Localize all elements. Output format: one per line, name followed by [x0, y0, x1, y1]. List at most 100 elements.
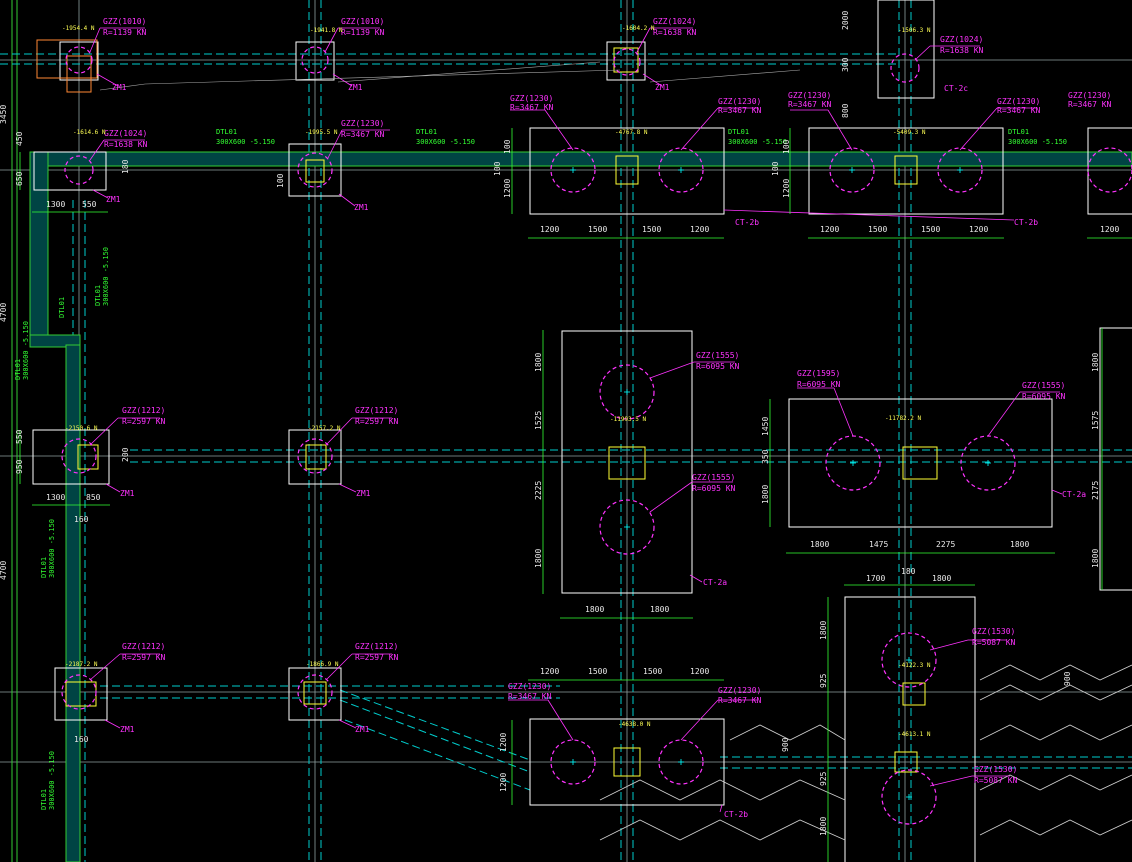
pile-load: R=3467 KN	[510, 103, 554, 112]
cap-label: CT-2b	[1014, 218, 1038, 227]
dimension-text: 2000	[841, 11, 850, 30]
dimension-text: 1300	[46, 493, 65, 502]
dimension-text: 100	[771, 161, 780, 176]
dimension-text: 925	[819, 673, 828, 688]
beam-label: DTL01	[58, 297, 66, 318]
pile-label: GZZ(1230)	[718, 686, 761, 695]
dimension-text: 925	[819, 771, 828, 786]
pile-load: R=1139 KN	[103, 28, 147, 37]
cap-labels: ZM1 ZM1 ZM1 ZM1 ZM1 ZM1 ZM1 ZM1 ZM1 CT-2…	[106, 83, 1086, 819]
pile-load: R=2597 KN	[355, 653, 399, 662]
dimension-text: 350	[761, 449, 770, 464]
cap-zm1-2	[295, 41, 335, 81]
elevation-text: -1995.5 N	[305, 129, 338, 136]
dimension-text: 4700	[0, 303, 8, 322]
pile-load: R=1638 KN	[653, 28, 697, 37]
elevation-text: -2187.2 N	[65, 661, 98, 668]
cap-label: CT-2a	[1062, 490, 1086, 499]
dimension-text: 2275	[936, 540, 955, 549]
cap-zm1-6	[288, 143, 342, 197]
dimension-text: 950	[15, 459, 24, 474]
pile-label: GZZ(1595)	[797, 369, 840, 378]
cap-zm1-10	[288, 667, 342, 721]
pile-12	[599, 364, 655, 420]
elevation-text: -11993.5 N	[610, 416, 647, 423]
pile-23	[881, 769, 937, 825]
pile-load: R=1638 KN	[104, 140, 148, 149]
cap-ct2a-vertical	[561, 330, 693, 594]
dimension-text: 550	[82, 200, 97, 209]
dimension-text: 1500	[588, 667, 607, 676]
dimension-text: 1800	[650, 605, 669, 614]
pile-load: R=3467 KN	[508, 692, 552, 701]
pile-18	[61, 674, 97, 710]
elevation-text: -2157.2 N	[308, 425, 341, 432]
pile-load: R=1638 KN	[940, 46, 984, 55]
pile-label: GZZ(1555)	[696, 351, 739, 360]
beam-label: DTL01	[40, 789, 48, 810]
cap-ct2b-1	[529, 127, 725, 215]
pile-load: R=3467 KN	[341, 130, 385, 139]
dimension-text: 1800	[1010, 540, 1029, 549]
beam-label: DTL01	[728, 128, 749, 136]
dimension-text: 1525	[534, 411, 543, 430]
pile-load: R=6095 KN	[797, 380, 841, 389]
pile-21	[658, 739, 704, 785]
beam-label: DTL01	[40, 557, 48, 578]
dimension-text: 550	[15, 429, 24, 444]
dimension-lines	[19, 128, 1132, 862]
pile-label: GZZ(1555)	[1022, 381, 1065, 390]
frame-lines	[11, 0, 18, 862]
beam-spec: 300X600 -5.150	[416, 138, 475, 146]
dimension-text: 1500	[643, 667, 662, 676]
dimension-text: 1200	[540, 225, 559, 234]
dimension-text: 2175	[1091, 481, 1100, 500]
pile-load: R=3467 KN	[1068, 100, 1112, 109]
cap-ct2b-2	[808, 127, 1004, 215]
dimension-text: 160	[74, 515, 89, 524]
dimension-text: 1800	[585, 605, 604, 614]
dimension-text: 1500	[868, 225, 887, 234]
cap-label: CT-2c	[944, 84, 968, 93]
cap-label: ZM1	[655, 83, 670, 92]
dimension-text: 1800	[810, 540, 829, 549]
dimension-text: 1500	[588, 225, 607, 234]
pile-22	[881, 632, 937, 688]
pile-load: R=6095 KN	[1022, 392, 1066, 401]
dimension-text: 1800	[1091, 353, 1100, 372]
pile-5	[64, 155, 94, 185]
pile-labels: GZZ(1010) R=1139 KN GZZ(1010) R=1139 KN …	[103, 17, 1112, 785]
pile-label: GZZ(1555)	[692, 473, 735, 482]
pile-label: GZZ(1530)	[972, 627, 1015, 636]
cap-ct2c	[844, 596, 976, 862]
pile-2	[301, 46, 329, 74]
dimension-text: 1200	[820, 225, 839, 234]
cap-label: CT-2b	[724, 810, 748, 819]
cap-label: CT-2b	[735, 218, 759, 227]
beam-spec: 300X600 -5.150	[22, 321, 30, 380]
leader-lines	[89, 27, 1063, 813]
cap-ct2a-horizontal	[788, 398, 1053, 528]
pile-8	[658, 147, 704, 193]
pile-load: R=3467 KN	[718, 106, 762, 115]
dimension-text: 1200	[503, 179, 512, 198]
dimension-text: 100	[276, 173, 285, 188]
dimension-text: 180	[121, 159, 130, 174]
dimension-text: 1800	[819, 817, 828, 836]
dimension-text: 1200	[1100, 225, 1119, 234]
orange-cap-detail	[36, 39, 98, 93]
pile-load: R=6095 KN	[696, 362, 740, 371]
pile-load: R=5087 KN	[974, 776, 1018, 785]
elevation-text: -1506.3 N	[898, 27, 931, 34]
dimension-text: 200	[121, 447, 130, 462]
dimension-text: 1800	[932, 574, 951, 583]
elevation-text: -4638.0 N	[618, 721, 651, 728]
beam-labels: DTL01 300X600 -5.150 DTL01 300X600 -5.15…	[14, 128, 1067, 810]
pile-label: GZZ(1230)	[1068, 91, 1111, 100]
beam-spec: 300X600 -5.150	[48, 519, 56, 578]
pile-label: GZZ(1024)	[940, 35, 983, 44]
pile-label: GZZ(1024)	[104, 129, 147, 138]
columns	[65, 47, 938, 777]
beam-spec: 300X600 -5.150	[1008, 138, 1067, 146]
